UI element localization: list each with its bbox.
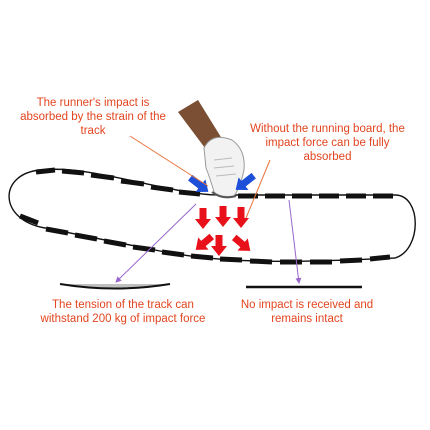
blue-diagonal-arrow-icon bbox=[188, 172, 256, 192]
track-tension-label: The tension of the track can withstand 2… bbox=[40, 299, 206, 325]
pointer-lines-purple bbox=[115, 199, 302, 284]
without-board-label: Without the running board, the impact fo… bbox=[250, 123, 405, 163]
upper-track-slats bbox=[35, 167, 393, 199]
sagging-track-illustration bbox=[59, 283, 171, 290]
no-impact-label: No impact is received and remains intact bbox=[240, 299, 374, 325]
lower-track-slats bbox=[19, 213, 391, 265]
runner-impact-label: The runner's impact is absorbed by the s… bbox=[20, 97, 166, 137]
running-shoe-foot-icon bbox=[178, 100, 245, 199]
pointer-lines-orange bbox=[129, 135, 271, 219]
red-down-arrow-icon bbox=[195, 206, 251, 256]
